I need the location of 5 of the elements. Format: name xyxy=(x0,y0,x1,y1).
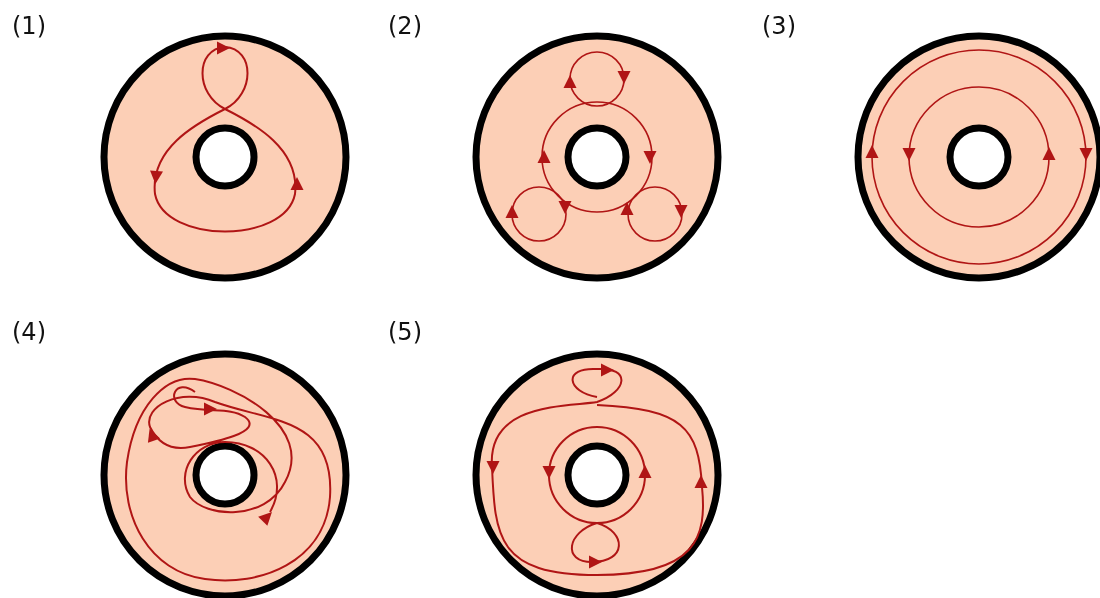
panel-number: (5) xyxy=(388,320,422,344)
panel-number: (3) xyxy=(762,14,796,38)
panel-number: (2) xyxy=(388,14,422,38)
panel-number: (4) xyxy=(12,320,46,344)
panel-number: (1) xyxy=(12,14,46,38)
